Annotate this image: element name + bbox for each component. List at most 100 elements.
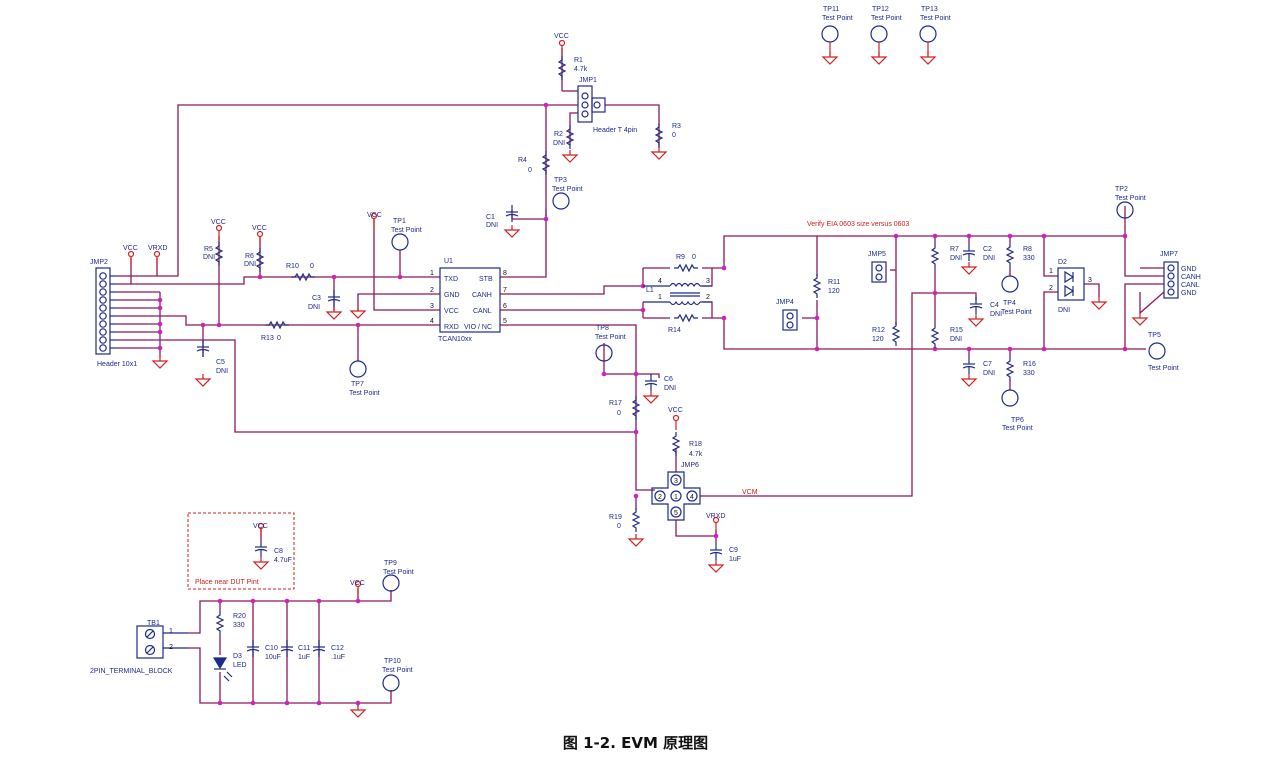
svg-text:3: 3 <box>674 478 678 485</box>
svg-text:TP9: TP9 <box>384 560 397 567</box>
tp3: TP3 Test Point <box>552 177 583 210</box>
svg-text:2: 2 <box>169 644 173 651</box>
svg-text:7: 7 <box>503 287 507 294</box>
svg-text:VCC: VCC <box>554 33 569 40</box>
svg-text:GND: GND <box>444 292 460 299</box>
svg-text:330: 330 <box>1023 370 1035 377</box>
svg-text:10uF: 10uF <box>265 654 281 661</box>
svg-text:R16: R16 <box>1023 361 1036 368</box>
svg-text:330: 330 <box>233 622 245 629</box>
svg-text:Test Point: Test Point <box>552 186 583 193</box>
svg-text:DNI: DNI <box>486 222 498 229</box>
svg-text:VCC: VCC <box>252 225 267 232</box>
r10: R10 0 <box>286 263 316 281</box>
svg-text:3: 3 <box>430 303 434 310</box>
jmp2-desc: Header 10x1 <box>97 361 137 368</box>
r16: R16 330 <box>1006 356 1036 382</box>
svg-text:1: 1 <box>169 628 173 635</box>
svg-text:Test Point: Test Point <box>920 15 951 22</box>
jmp1-header: JMP1 Header T 4pin <box>577 77 637 134</box>
svg-text:Test Point: Test Point <box>871 15 902 22</box>
svg-text:C8: C8 <box>274 548 283 555</box>
jmp6-jumper: JMP6 3 2 1 4 5 <box>651 462 701 521</box>
svg-text:VCC: VCC <box>444 308 459 315</box>
svg-text:C9: C9 <box>729 547 738 554</box>
svg-text:JMP1: JMP1 <box>579 77 597 84</box>
svg-text:VCC: VCC <box>350 580 365 587</box>
svg-text:TP6: TP6 <box>1011 417 1024 424</box>
d2-tvs: D2 DNI 1 2 3 <box>1049 259 1092 314</box>
svg-text:TP1: TP1 <box>393 218 406 225</box>
svg-text:0: 0 <box>617 523 621 530</box>
svg-text:R4: R4 <box>518 157 527 164</box>
r20: R20 330 <box>216 610 246 636</box>
svg-text:Test Point: Test Point <box>822 15 853 22</box>
svg-text:GND: GND <box>1181 266 1197 273</box>
tp9: TP9 Test Point <box>382 560 414 592</box>
tp6: TP6 Test Point <box>1001 389 1033 432</box>
svg-text:DNI: DNI <box>950 255 962 262</box>
svg-text:D3: D3 <box>233 653 242 660</box>
svg-text:Test Point: Test Point <box>1002 425 1033 432</box>
svg-text:TXD: TXD <box>444 276 458 283</box>
tp13: TP13 Test Point <box>919 6 951 65</box>
svg-text:DNI: DNI <box>950 336 962 343</box>
svg-text:Test Point: Test Point <box>595 334 626 341</box>
svg-text:TP12: TP12 <box>872 6 889 13</box>
svg-text:0: 0 <box>617 410 621 417</box>
svg-text:STB: STB <box>479 276 493 283</box>
r5: VCC R5 DNI <box>203 219 226 267</box>
d3-led: D3 LED <box>212 653 247 682</box>
tp10: TP10 Test Point <box>382 658 413 692</box>
tp4: TP4 Test Point <box>1001 275 1032 316</box>
svg-text:TP2: TP2 <box>1115 186 1128 193</box>
r15: R15 DNI <box>931 323 963 349</box>
svg-text:CANL: CANL <box>1181 282 1200 289</box>
svg-text:R17: R17 <box>609 400 622 407</box>
r12: R12 120 <box>872 321 900 347</box>
svg-text:JMP5: JMP5 <box>868 251 886 258</box>
svg-text:3: 3 <box>1088 277 1092 284</box>
vrxd-label: VRXD <box>148 245 167 252</box>
junction-dots <box>157 102 1128 706</box>
svg-text:R9: R9 <box>676 254 685 261</box>
svg-text:TP8: TP8 <box>596 325 609 332</box>
svg-text:JMP6: JMP6 <box>681 462 699 469</box>
svg-text:C5: C5 <box>216 359 225 366</box>
svg-text:TP3: TP3 <box>554 177 567 184</box>
svg-text:Test Point: Test Point <box>1001 309 1032 316</box>
svg-text:JMP7: JMP7 <box>1160 251 1178 258</box>
svg-text:TB1: TB1 <box>147 620 160 627</box>
svg-text:4: 4 <box>658 278 662 285</box>
svg-text:2PIN_TERMINAL_BLOCK: 2PIN_TERMINAL_BLOCK <box>90 668 173 675</box>
svg-text:4.7uF: 4.7uF <box>274 557 292 564</box>
r14: R14 <box>668 314 699 334</box>
jmp2-label: JMP2 <box>90 259 108 266</box>
c2: C2 DNI <box>961 243 995 275</box>
svg-text:Test Point: Test Point <box>1148 365 1179 372</box>
svg-text:Test Point: Test Point <box>1115 195 1146 202</box>
svg-text:DNI: DNI <box>990 311 1002 318</box>
svg-text:R10: R10 <box>286 263 299 270</box>
svg-text:C12: C12 <box>331 645 344 652</box>
svg-text:VCC: VCC <box>253 523 268 530</box>
svg-text:DNI: DNI <box>216 368 228 375</box>
svg-text:1: 1 <box>1049 268 1053 275</box>
svg-text:5: 5 <box>674 510 678 517</box>
svg-text:Header T 4pin: Header T 4pin <box>593 127 637 134</box>
vcc-label: VCC <box>123 245 138 252</box>
svg-text:0: 0 <box>672 132 676 139</box>
r9: R9 0 <box>673 254 699 272</box>
c4: C4 DNI <box>968 296 1002 327</box>
svg-text:R20: R20 <box>233 613 246 620</box>
svg-text:DNI: DNI <box>553 140 565 147</box>
svg-text:C11: C11 <box>298 645 310 652</box>
svg-text:R8: R8 <box>1023 246 1032 253</box>
svg-text:L1: L1 <box>646 287 654 294</box>
svg-text:VCC: VCC <box>668 407 683 414</box>
l1-choke: L1 4 3 1 2 <box>643 278 712 306</box>
r17: R17 0 <box>609 395 640 421</box>
svg-text:5: 5 <box>503 318 507 325</box>
svg-text:DNI: DNI <box>308 304 320 311</box>
c3: C3 DNI <box>308 289 342 320</box>
